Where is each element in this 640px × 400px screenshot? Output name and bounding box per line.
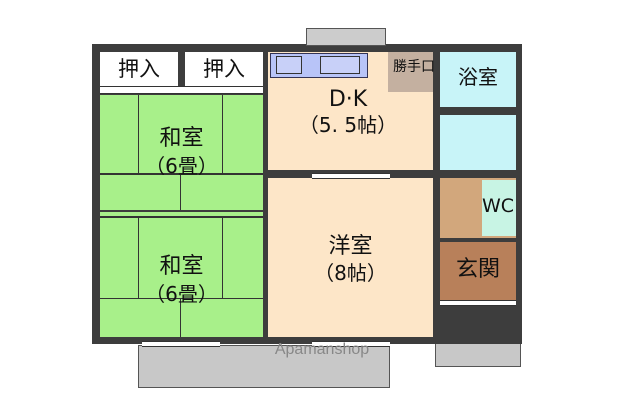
bathroom-label: 浴室	[458, 65, 498, 89]
bathroom-room	[440, 52, 516, 107]
washitsu-2-label: 和室	[159, 254, 204, 279]
youshitsu-label: 洋室	[328, 234, 373, 259]
closet-2-label: 押入	[203, 57, 245, 81]
washitsu-1-label: 和室	[159, 126, 204, 151]
washitsu-2-room	[100, 212, 263, 337]
dk-label: D·K	[328, 87, 368, 112]
closet-2	[185, 52, 263, 92]
genkan-room	[440, 242, 516, 302]
washitsu-2-size: （6畳）	[145, 282, 218, 306]
closet-1	[100, 52, 178, 92]
closet-1-label: 押入	[118, 57, 160, 81]
watermark: Apamanshop	[274, 341, 370, 358]
wc-room	[482, 180, 516, 236]
youshitsu-room	[268, 178, 433, 337]
stove-icon	[276, 56, 302, 74]
south-window-1	[142, 341, 220, 347]
kitchen-window	[306, 28, 386, 46]
south-window-2	[312, 341, 390, 347]
washitsu-1-room	[100, 95, 263, 210]
washroom-room	[440, 115, 516, 170]
katteguchi-label: 勝手口	[393, 59, 435, 75]
youshitsu-window	[312, 173, 390, 179]
washitsu-1-size: （6畳）	[145, 154, 218, 178]
sink-icon	[320, 56, 360, 74]
closet-sill	[100, 86, 263, 94]
youshitsu-size: （8帖）	[314, 261, 387, 285]
wc-label: WC	[481, 195, 515, 217]
genkan-door	[440, 300, 516, 306]
dk-size: （5. 5帖）	[298, 113, 398, 137]
south-balcony	[138, 345, 390, 388]
genkan-label: 玄関	[455, 257, 500, 282]
katteguchi-area	[388, 52, 433, 92]
